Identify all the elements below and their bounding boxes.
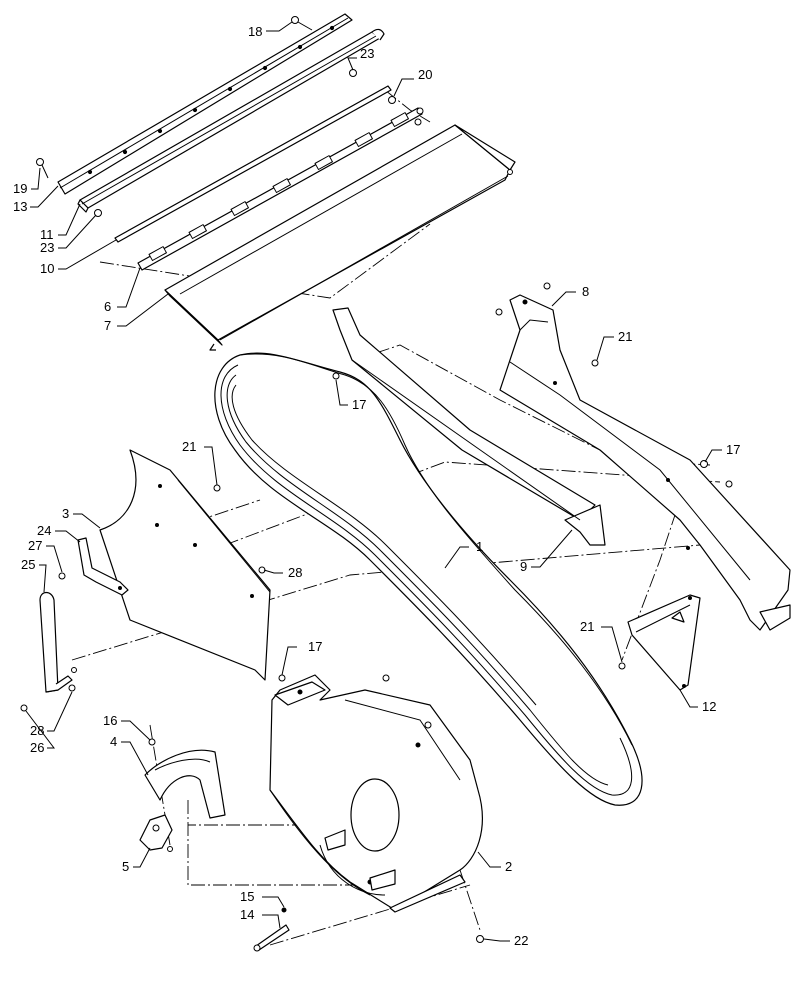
callout-13: 13: [13, 199, 27, 214]
callout-21: 21: [580, 619, 594, 634]
callout-21: 21: [618, 329, 632, 344]
callout-25: 25: [21, 557, 35, 572]
callout-20: 20: [418, 67, 432, 82]
callout-14: 14: [240, 907, 254, 922]
callout-9: 9: [520, 559, 527, 574]
callout-2: 2: [505, 859, 512, 874]
part-2-pulley-housing: [269, 674, 483, 913]
callout-12: 12: [702, 699, 716, 714]
part-9-belt-shield: [332, 307, 606, 546]
callout-28: 28: [30, 723, 44, 738]
part-5-clip: [139, 814, 173, 851]
part-14-pin: [253, 924, 290, 952]
part-10-rod: [114, 85, 392, 243]
part-6-hinge-shaft: [137, 107, 424, 271]
leader-lines: [25, 21, 722, 942]
callout-3: 3: [62, 506, 69, 521]
callout-22: 22: [514, 933, 528, 948]
part-12-mounting-plate: [627, 594, 701, 691]
callout-26: 26: [30, 740, 44, 755]
part-11-angle-bar: [77, 28, 385, 213]
callout-23: 23: [40, 240, 54, 255]
callout-4: 4: [110, 734, 117, 749]
part-4-curved-guard: [144, 749, 226, 819]
callout-28: 28: [288, 565, 302, 580]
part-8-support-bracket: [499, 294, 791, 631]
callout-8: 8: [582, 284, 589, 299]
callout-27: 27: [28, 538, 42, 553]
callout-17: 17: [308, 639, 322, 654]
callout-17: 17: [352, 397, 366, 412]
callout-11: 11: [40, 227, 54, 242]
callout-7: 7: [104, 318, 111, 333]
callout-labels: 18 23 20 19 13 11 23 10 6 7 8 21 17 17 2…: [13, 24, 740, 948]
callout-5: 5: [122, 859, 129, 874]
part-24-z-bracket: [77, 537, 129, 596]
callout-16: 16: [103, 713, 117, 728]
callout-24: 24: [37, 523, 51, 538]
callout-19: 19: [13, 181, 27, 196]
callout-6: 6: [104, 299, 111, 314]
part-13-mounting-strip: [57, 13, 353, 195]
callout-21: 21: [182, 439, 196, 454]
callout-10: 10: [40, 261, 54, 276]
part-1-drive-belt: [214, 352, 643, 806]
part-25-strap: [39, 591, 73, 693]
callout-15: 15: [240, 889, 254, 904]
callout-1: 1: [476, 539, 483, 554]
callout-17: 17: [726, 442, 740, 457]
callout-18: 18: [248, 24, 262, 39]
part-7-belt-cover: [164, 124, 516, 351]
part-3-shield-panel: [99, 449, 271, 681]
callout-23: 23: [360, 46, 374, 61]
